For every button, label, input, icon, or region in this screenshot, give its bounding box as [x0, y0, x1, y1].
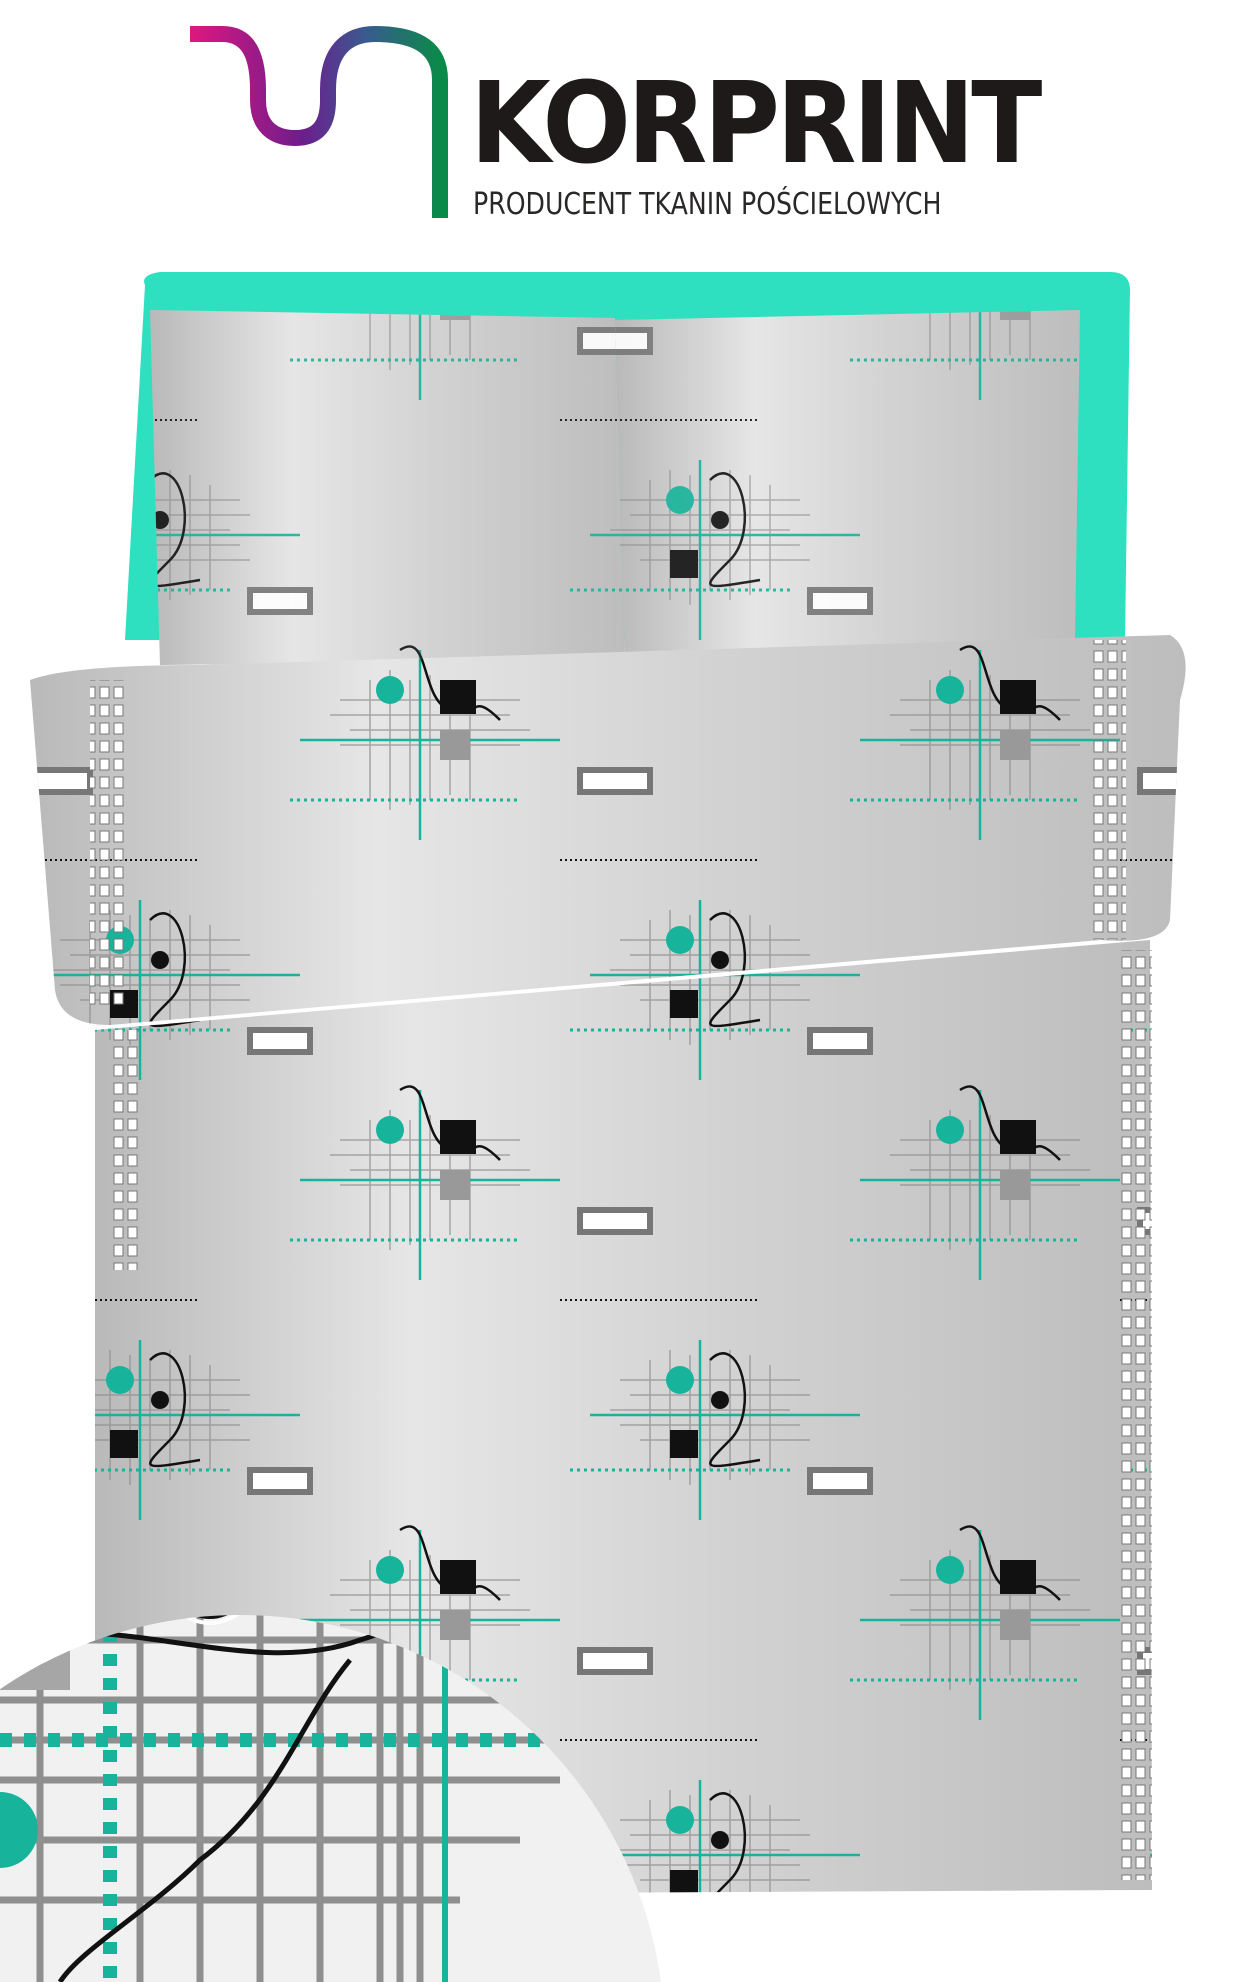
pillow-right	[615, 310, 1080, 660]
duvet-fold	[30, 635, 1186, 1025]
korprint-logo-mark	[190, 25, 448, 218]
pillow-left	[150, 310, 625, 665]
brand-name: KORPRINT	[470, 59, 1042, 189]
bedding-product-image	[0, 272, 1186, 1982]
brand-tagline: PRODUCENT TKANIN POŚCIELOWYCH	[473, 187, 942, 222]
